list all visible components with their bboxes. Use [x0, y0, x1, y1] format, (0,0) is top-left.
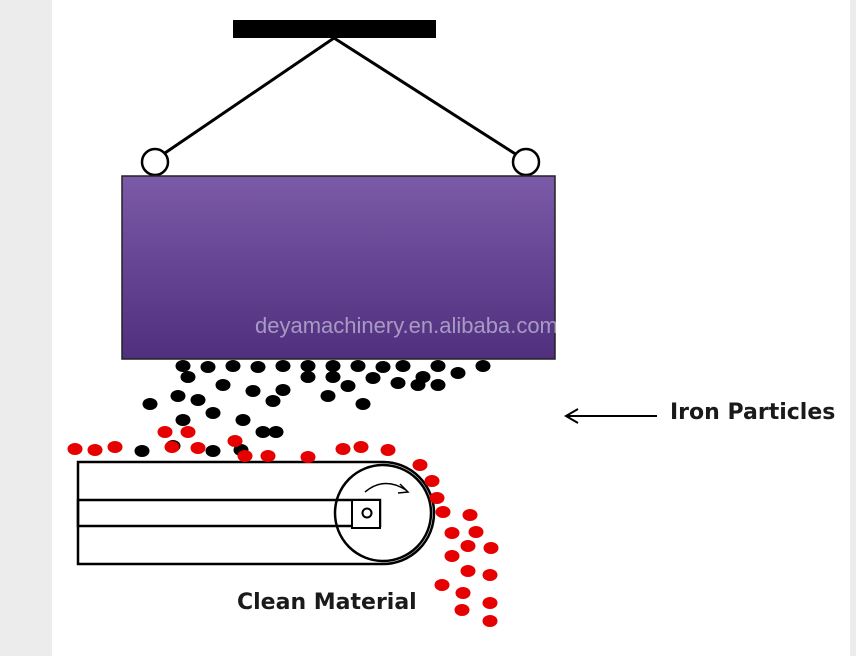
iron-particle: [265, 395, 281, 407]
clean-particle: [435, 506, 451, 518]
hook-ring-left: [140, 147, 170, 177]
clean-particle: [468, 526, 484, 538]
iron-particle: [200, 361, 216, 373]
ceiling-beam: [233, 20, 436, 38]
pulley-hub: [351, 499, 381, 529]
clean-particles: [67, 426, 499, 627]
iron-particle: [410, 379, 426, 391]
iron-particle: [250, 361, 266, 373]
iron-particle: [134, 445, 150, 457]
iron-particle: [205, 445, 221, 457]
iron-particle: [255, 426, 271, 438]
clean-particle: [353, 441, 369, 453]
iron-particle: [430, 379, 446, 391]
clean-particle: [335, 443, 351, 455]
iron-particles-label: Iron Particles: [670, 400, 836, 425]
clean-particle: [412, 459, 428, 471]
hook-ring-right: [511, 147, 541, 177]
clean-particle: [300, 451, 316, 463]
iron-particle: [325, 360, 341, 372]
iron-particle: [340, 380, 356, 392]
iron-particle: [350, 360, 366, 372]
iron-particle: [215, 379, 231, 391]
conveyor-belt: [76, 460, 436, 566]
iron-particle: [275, 360, 291, 372]
iron-particle: [320, 390, 336, 402]
clean-particle: [460, 540, 476, 552]
suspension-cable-left: [161, 36, 335, 157]
clean-particle: [482, 615, 498, 627]
rotation-arrow-icon: [364, 482, 410, 494]
clean-particle: [67, 443, 83, 455]
clean-particle: [180, 426, 196, 438]
iron-particle: [375, 361, 391, 373]
iron-particle: [205, 407, 221, 419]
clean-particle: [227, 435, 243, 447]
clean-particle: [164, 441, 180, 453]
clean-particle: [444, 550, 460, 562]
clean-particle: [157, 426, 173, 438]
iron-particle: [300, 360, 316, 372]
iron-particle: [180, 371, 196, 383]
clean-particle: [107, 441, 123, 453]
clean-particle: [482, 597, 498, 609]
iron-particle: [268, 426, 284, 438]
iron-particle: [175, 414, 191, 426]
clean-particle: [260, 450, 276, 462]
clean-particle: [424, 475, 440, 487]
clean-particle: [482, 569, 498, 581]
clean-particle: [87, 444, 103, 456]
iron-particle: [355, 398, 371, 410]
clean-particle: [460, 565, 476, 577]
iron-particle: [225, 360, 241, 372]
iron-particle: [175, 360, 191, 372]
clean-particle: [462, 509, 478, 521]
iron-particle: [475, 360, 491, 372]
iron-particle: [245, 385, 261, 397]
magnet-block: [121, 175, 556, 360]
iron-particle: [365, 372, 381, 384]
iron-particle: [235, 414, 251, 426]
clean-particle: [429, 492, 445, 504]
iron-particle: [325, 371, 341, 383]
clean-particle: [444, 527, 460, 539]
left-arrow-icon: [564, 408, 657, 424]
clean-particle: [237, 450, 253, 462]
iron-particle: [430, 360, 446, 372]
iron-particle: [190, 394, 206, 406]
iron-particle: [142, 398, 158, 410]
iron-particle: [450, 367, 466, 379]
pulley-axle: [361, 507, 373, 519]
clean-particle: [190, 442, 206, 454]
iron-particle: [395, 360, 411, 372]
drum-pulley: [333, 463, 433, 563]
clean-particle: [380, 444, 396, 456]
iron-particle: [390, 377, 406, 389]
clean-particle: [454, 604, 470, 616]
iron-particle: [300, 371, 316, 383]
watermark-text: deyamachinery.en.alibaba.com: [255, 313, 558, 338]
iron-particles: [134, 360, 491, 457]
iron-particle: [170, 390, 186, 402]
iron-particle: [275, 384, 291, 396]
clean-particle: [434, 579, 450, 591]
suspension-cable-right: [333, 36, 518, 157]
clean-particle: [483, 542, 499, 554]
clean-material-label: Clean Material: [237, 590, 417, 615]
clean-particle: [455, 587, 471, 599]
